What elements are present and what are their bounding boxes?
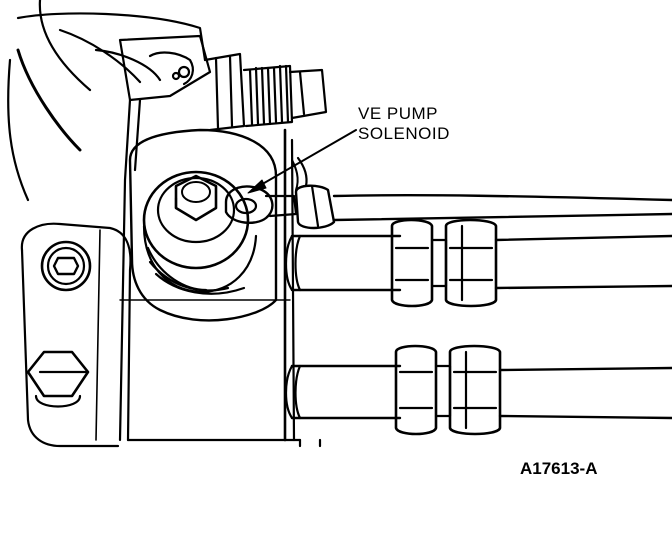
upper-fuel-line bbox=[286, 236, 672, 290]
lower-fuel-line bbox=[286, 366, 672, 446]
threaded-fitting bbox=[205, 54, 326, 130]
solenoid-callout-label: VE PUMP SOLENOID bbox=[358, 104, 450, 144]
ring-terminal bbox=[226, 186, 296, 222]
figure-id: A17613-A bbox=[520, 459, 598, 478]
solenoid-nut bbox=[176, 176, 216, 220]
solenoid-body bbox=[130, 130, 276, 320]
pump-housing bbox=[8, 0, 300, 446]
callout-line-2: SOLENOID bbox=[358, 124, 450, 143]
line-fittings bbox=[392, 220, 500, 434]
callout-line-1: VE PUMP bbox=[358, 104, 439, 123]
callout-leader bbox=[248, 130, 356, 193]
wire-lead bbox=[292, 158, 672, 228]
housing-bolts bbox=[28, 242, 90, 407]
